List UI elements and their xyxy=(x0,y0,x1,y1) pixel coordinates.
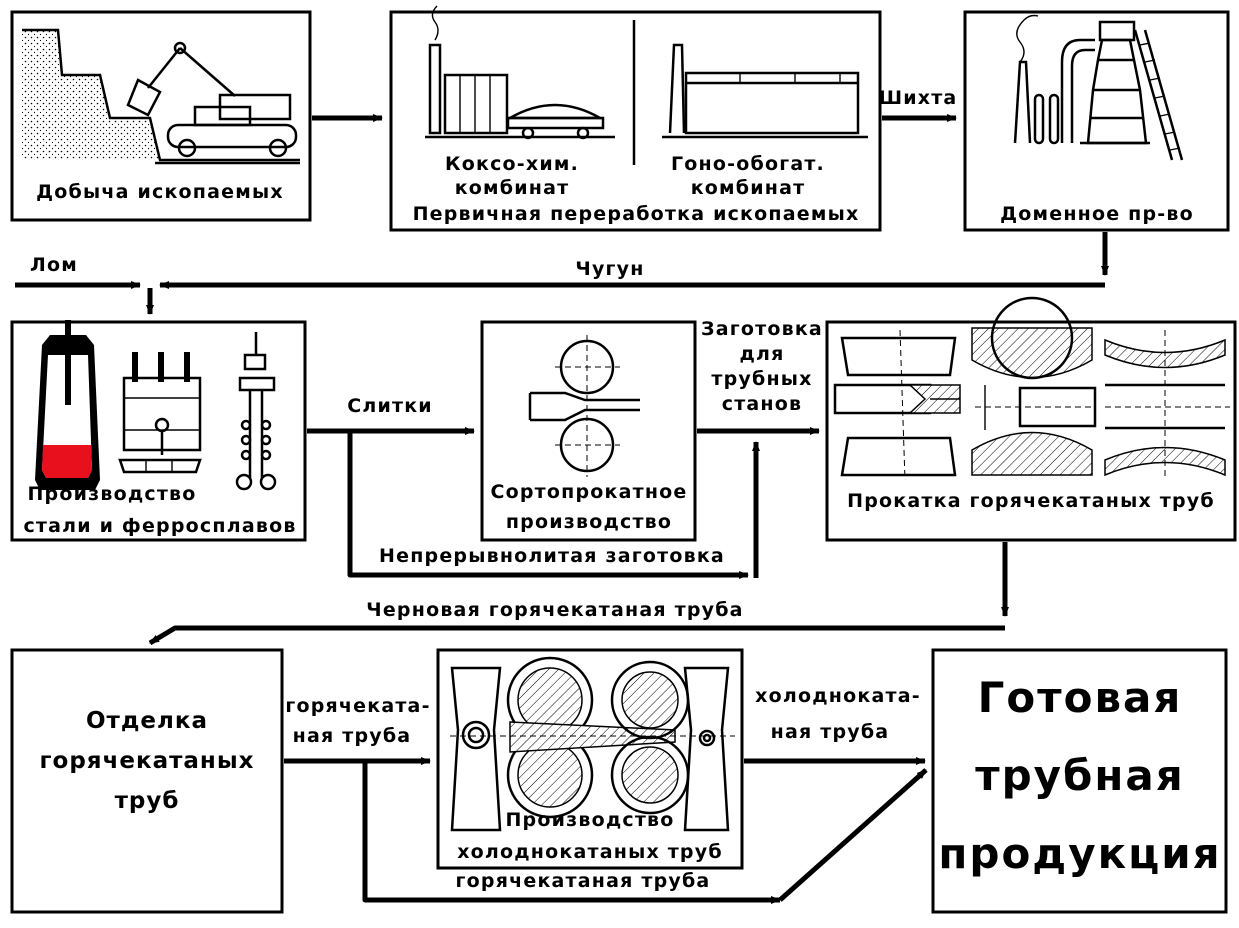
coke-plant-label-2: комбинат xyxy=(455,177,570,199)
cold-pipe-label-2: ная труба xyxy=(771,721,890,743)
billet-label-4: станов xyxy=(722,393,803,415)
section-rolling-label-2: производство xyxy=(506,511,672,533)
blast-furnace-label: Доменное пр-во xyxy=(1000,203,1194,225)
finishing-label-1: Отделка xyxy=(86,708,208,734)
hot-pipe-label-1: горячеката- xyxy=(285,695,430,717)
arrow-hot-pipe-bypass xyxy=(362,761,781,904)
blast-furnace-box xyxy=(963,10,1230,232)
hot-pipe-label-2: ная труба xyxy=(293,725,412,747)
cross-rolling-illustration xyxy=(971,296,1097,476)
section-rolling-box xyxy=(480,320,697,542)
cold-pipe-label-1: холоднока­та- xyxy=(755,685,921,707)
coke-plant-illustration xyxy=(425,5,615,140)
flow-arrows xyxy=(15,114,1109,904)
rolling-mill-illustration xyxy=(528,335,640,477)
elongator-illustration xyxy=(1104,330,1230,480)
primary-processing-caption: Первичная переработка ископаемых xyxy=(413,203,860,225)
pig-iron-label: Чугун xyxy=(575,258,644,280)
final-product-label-2: трубная xyxy=(975,751,1184,800)
final-product-label-1: Готовая xyxy=(978,673,1183,722)
ore-plant-label-1: Гоно-обогат. xyxy=(671,153,825,175)
hot-pipe-bottom-label: горячекатаная труба xyxy=(456,870,711,892)
ore-plant-label-2: комбинат xyxy=(691,177,806,199)
primary-processing-box xyxy=(389,10,882,232)
cold-pilger-illustration xyxy=(450,656,735,832)
section-rolling-label-1: Сортопрокатное xyxy=(490,481,687,503)
blast-furnace-illustration xyxy=(1013,14,1184,161)
final-product-label-3: продукция xyxy=(938,829,1221,878)
arrow-rough-pipe xyxy=(148,625,1005,646)
hot-rolling-label: Прокатка горячекатаных труб xyxy=(847,490,1215,512)
charge-label: Шихта xyxy=(879,87,958,109)
mining-label: Добыча ископаемых xyxy=(36,181,284,203)
molten-metal xyxy=(42,445,92,478)
finishing-box xyxy=(10,648,284,914)
continuous-cast-label: Непрерывнолитая заготовка xyxy=(379,545,725,567)
finishing-label-3: труб xyxy=(115,788,180,814)
scrap-label: Лом xyxy=(30,254,78,276)
final-product-box xyxy=(931,648,1228,914)
ingots-label: Слитки xyxy=(347,395,433,417)
steelmaking-illustration xyxy=(35,320,277,491)
rough-pipe-label: Черновая горячекатаная труба xyxy=(366,599,743,621)
billet-label-2: для xyxy=(739,343,784,365)
steelmaking-label-2: стали и ферросплавов xyxy=(23,515,296,537)
cold-rolling-label-2: холоднокатаных труб xyxy=(457,841,723,863)
piercing-mill-illustration xyxy=(833,329,961,481)
arrow-continuous-cast xyxy=(347,431,749,579)
finishing-label-2: горячекатаных xyxy=(40,748,255,774)
ore-plant-illustration xyxy=(662,43,868,139)
billet-label-1: Заготовка xyxy=(701,318,823,340)
cold-rolling-label-1: Производство xyxy=(505,809,674,831)
coke-plant-label-1: Коксо-хим. xyxy=(445,153,579,175)
billet-label-3: трубных xyxy=(711,368,812,390)
steelmaking-label-1: Производство xyxy=(27,483,196,505)
arrow-bypass-to-final xyxy=(778,768,928,902)
excavator-illustration xyxy=(22,28,300,165)
